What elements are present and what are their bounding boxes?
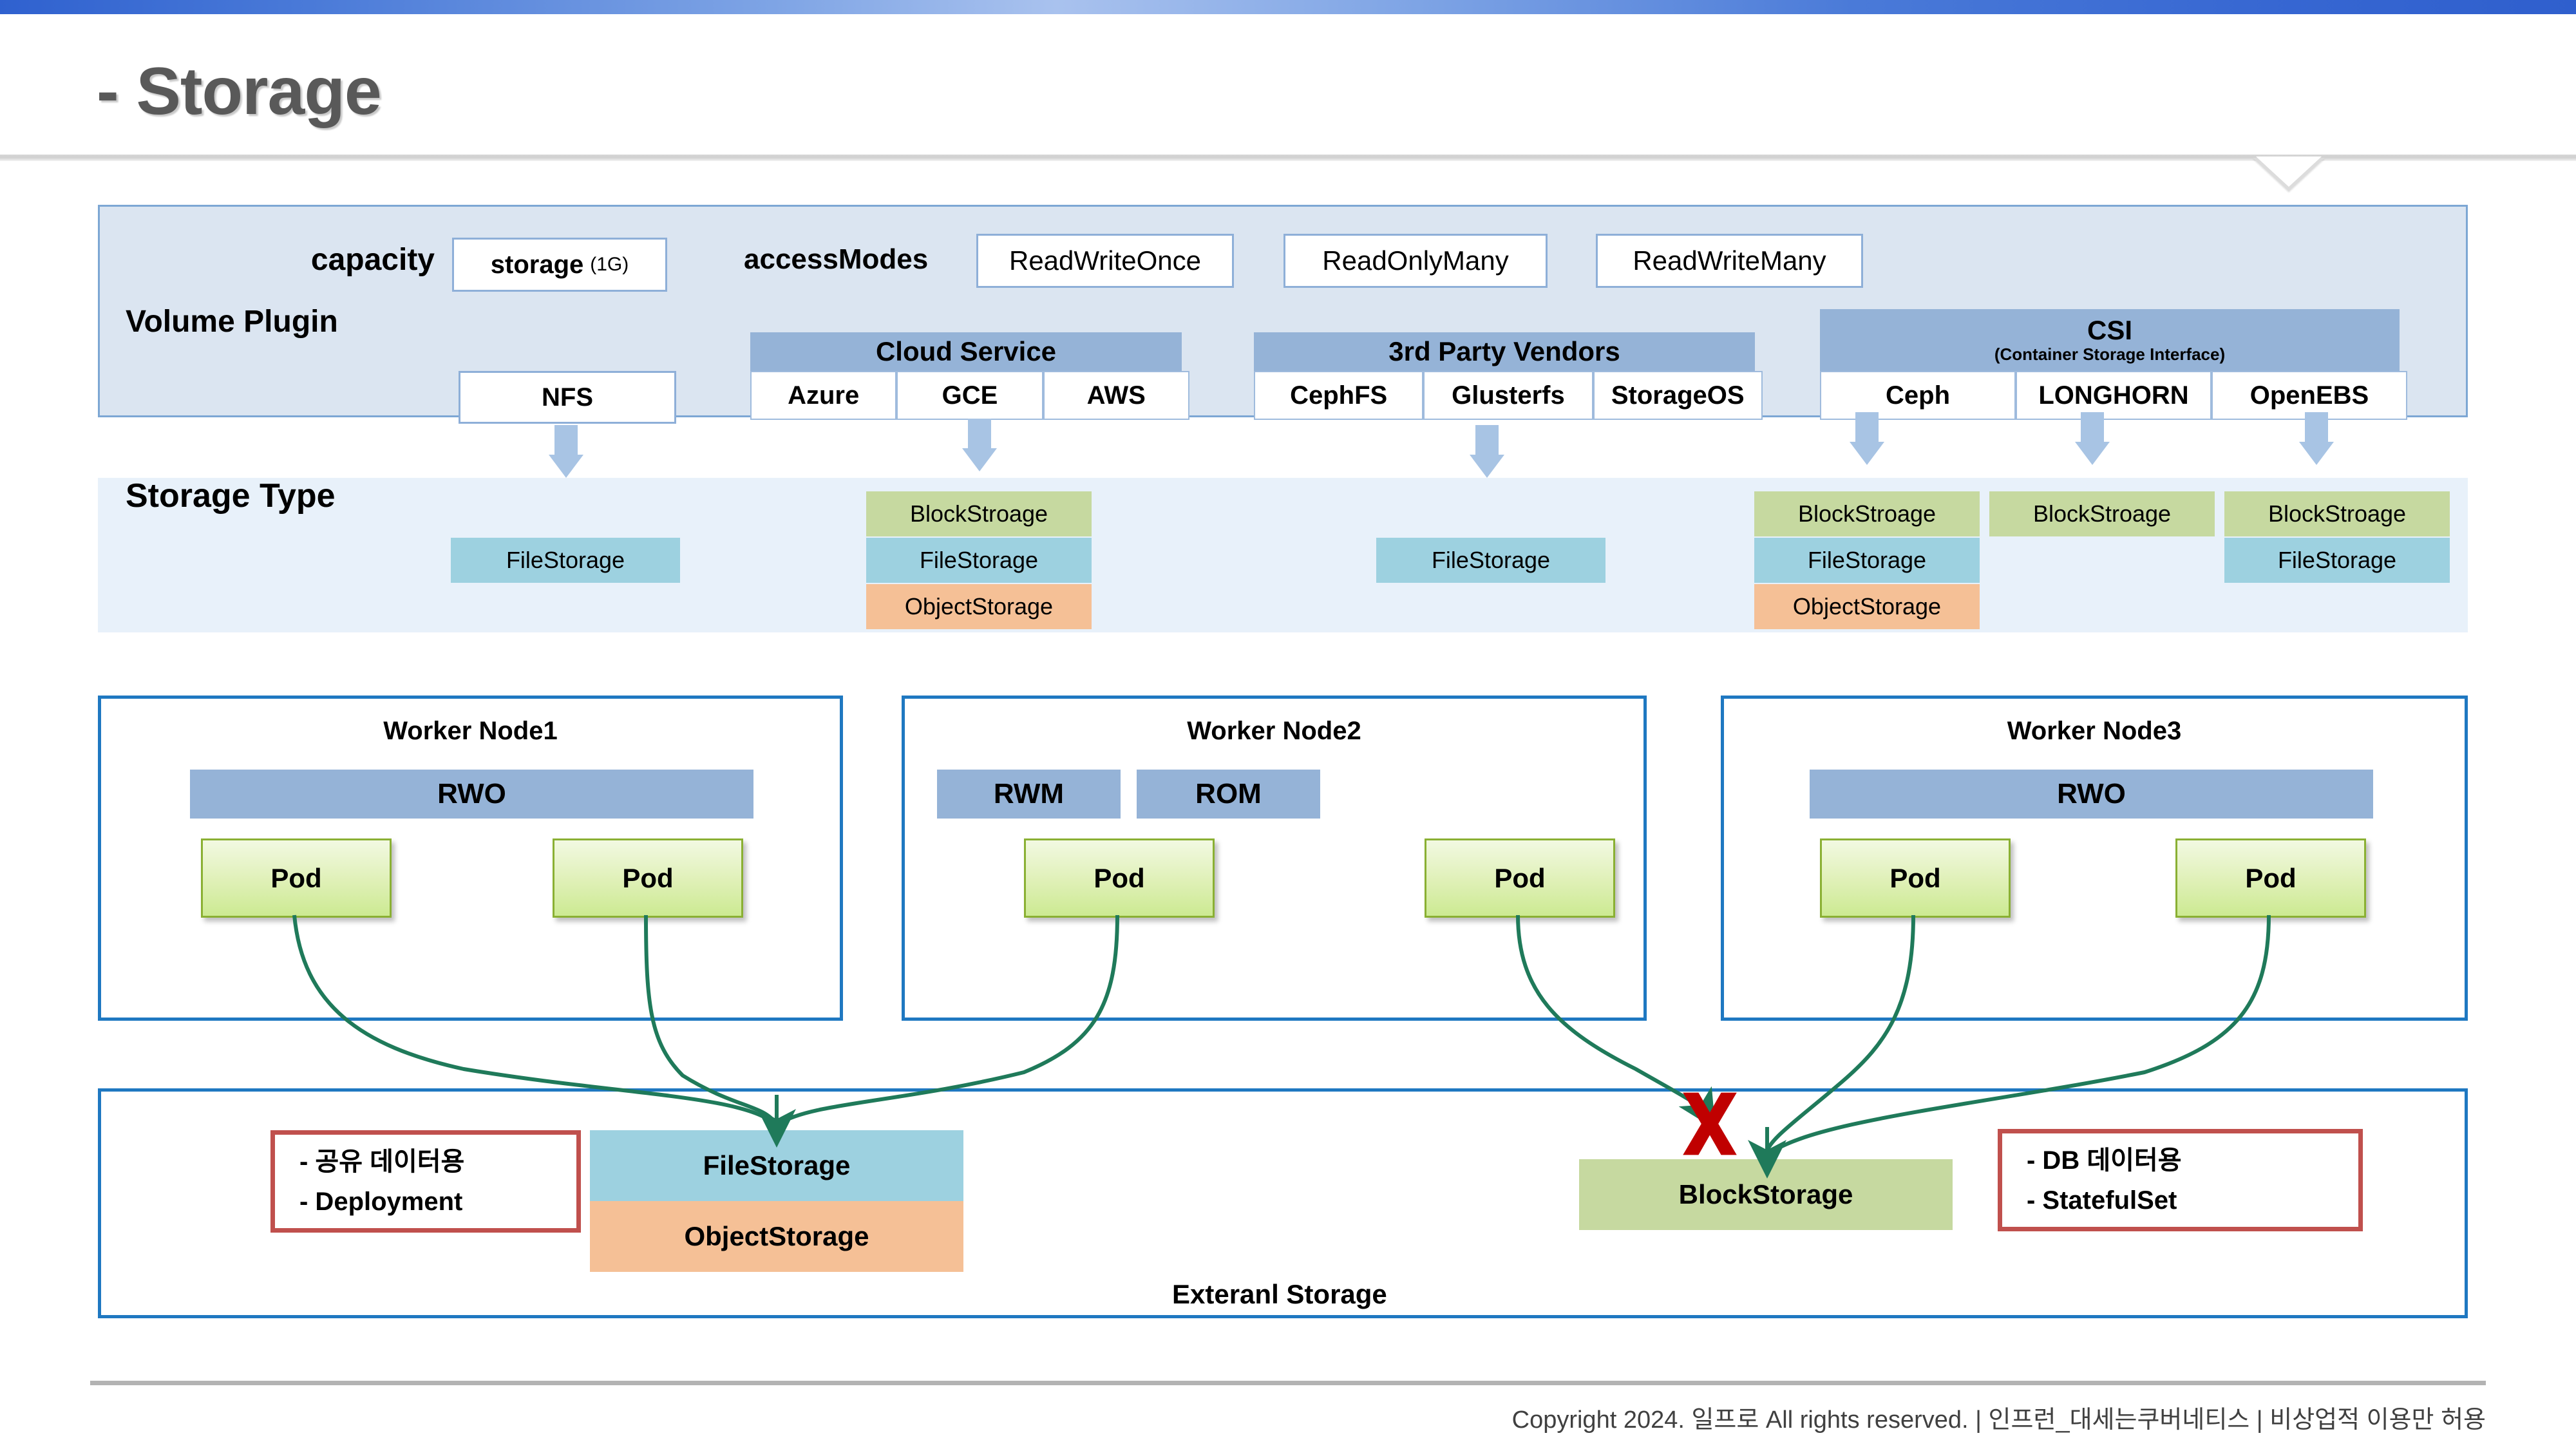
note-db-data-line2: - StatefulSet xyxy=(2027,1186,2177,1215)
storage-capacity-box[interactable]: storage (1G) xyxy=(452,238,667,292)
note-db-data-line1: - DB 데이터용 xyxy=(2027,1146,2182,1175)
access-mode-bar-node1-rwo: RWO xyxy=(190,770,753,819)
plugin-cell-aws[interactable]: AWS xyxy=(1043,371,1189,420)
plugin-cell-openebs[interactable]: OpenEBS xyxy=(2211,371,2407,420)
external-tile-objectstorage: ObjectStorage xyxy=(590,1201,963,1272)
pod-node2-a[interactable]: Pod xyxy=(1024,838,1215,918)
access-mode-readwriteonce[interactable]: ReadWriteOnce xyxy=(976,234,1234,288)
title-bar: - Storage xyxy=(0,14,2576,155)
plugin-cell-azure[interactable]: Azure xyxy=(750,371,897,420)
down-arrow-icon-ceph xyxy=(1850,412,1884,465)
note-db-data: - DB 데이터용 - StatefulSet xyxy=(1998,1129,2363,1231)
storage-tile-block-ceph: BlockStroage xyxy=(1754,491,1980,536)
external-storage-label: Exteranl Storage xyxy=(1172,1279,1387,1309)
external-tile-filestorage: FileStorage xyxy=(590,1130,963,1201)
plugin-cell-storageos[interactable]: StorageOS xyxy=(1593,371,1763,420)
access-mode-readwritemany[interactable]: ReadWriteMany xyxy=(1596,234,1863,288)
csi-subtitle: (Container Storage Interface) xyxy=(1994,345,2226,365)
storage-tile-file-ceph: FileStorage xyxy=(1754,538,1980,583)
callout-notch-inner-icon xyxy=(2256,156,2322,187)
pod-node2-b[interactable]: Pod xyxy=(1425,838,1615,918)
down-arrow-icon-openebs xyxy=(2299,412,2334,465)
storage-tile-object-ceph: ObjectStorage xyxy=(1754,584,1980,629)
plugin-group-third-party-vendors-header: 3rd Party Vendors xyxy=(1254,332,1755,371)
plugin-group-third-party-vendors-cells: CephFS Glusterfs StorageOS xyxy=(1254,371,1763,420)
csi-title: CSI xyxy=(2087,315,2132,346)
pod-node1-a[interactable]: Pod xyxy=(201,838,392,918)
storage-tile-object-cloud: ObjectStorage xyxy=(866,584,1092,629)
plugin-cell-glusterfs[interactable]: Glusterfs xyxy=(1423,371,1593,420)
down-arrow-icon-longhorn xyxy=(2075,412,2110,465)
access-mode-bar-node2-rwm: RWM xyxy=(937,770,1121,819)
note-shared-data: - 공유 데이터용 - Deployment xyxy=(270,1130,581,1233)
header-divider xyxy=(0,155,2576,161)
worker-node-2-title: Worker Node2 xyxy=(1187,716,1361,745)
top-accent-bar xyxy=(0,0,2576,14)
plugin-cell-cephfs[interactable]: CephFS xyxy=(1254,371,1424,420)
access-mode-readonlymany[interactable]: ReadOnlyMany xyxy=(1283,234,1548,288)
pod-node1-b[interactable]: Pod xyxy=(553,838,743,918)
plugin-cell-longhorn[interactable]: LONGHORN xyxy=(2016,371,2211,420)
page-title: - Storage xyxy=(97,53,382,129)
pod-node3-a[interactable]: Pod xyxy=(1820,838,2011,918)
storage-capacity-key: storage xyxy=(490,250,584,279)
plugin-group-csi: CSI (Container Storage Interface) Ceph L… xyxy=(1820,309,2407,420)
storage-capacity-unit: (1G) xyxy=(590,254,629,275)
plugin-group-nfs-cells: NFS xyxy=(459,371,676,424)
plugin-group-cloud-service: Cloud Service Azure GCE AWS xyxy=(750,332,1189,420)
worker-node-1-title: Worker Node1 xyxy=(383,716,558,745)
plugin-group-third-party-vendors: 3rd Party Vendors CephFS Glusterfs Stora… xyxy=(1254,332,1763,420)
access-mode-bar-node3-rwo: RWO xyxy=(1810,770,2373,819)
storage-type-label: Storage Type xyxy=(126,477,336,515)
storage-tile-file-nfs: FileStorage xyxy=(451,538,680,583)
access-modes-label: accessModes xyxy=(744,243,929,275)
access-mode-bar-node2-rom: ROM xyxy=(1137,770,1320,819)
plugin-cell-gce[interactable]: GCE xyxy=(896,371,1043,420)
volume-plugin-label: Volume Plugin xyxy=(126,304,338,339)
plugin-group-cloud-service-cells: Azure GCE AWS xyxy=(750,371,1189,420)
note-shared-data-line1: - 공유 데이터용 xyxy=(299,1147,465,1176)
down-arrow-icon-vendors xyxy=(1470,425,1504,478)
plugin-cell-ceph[interactable]: Ceph xyxy=(1820,371,2016,420)
storage-tile-file-openebs: FileStorage xyxy=(2224,538,2450,583)
storage-tile-block-cloud: BlockStroage xyxy=(866,491,1092,536)
down-arrow-icon-cloud xyxy=(962,419,997,471)
storage-tile-block-longhorn: BlockStroage xyxy=(1989,491,2215,536)
footer-divider xyxy=(90,1381,2486,1385)
plugin-group-csi-cells: Ceph LONGHORN OpenEBS xyxy=(1820,371,2407,420)
storage-tile-file-vendors: FileStorage xyxy=(1376,538,1605,583)
red-x-icon xyxy=(1683,1092,1737,1155)
plugin-group-cloud-service-header: Cloud Service xyxy=(750,332,1182,371)
plugin-cell-nfs[interactable]: NFS xyxy=(459,371,676,424)
storage-tile-block-openebs: BlockStroage xyxy=(2224,491,2450,536)
external-tile-blockstorage: BlockStorage xyxy=(1579,1159,1953,1230)
worker-node-3-title: Worker Node3 xyxy=(2007,716,2182,745)
plugin-group-csi-header: CSI (Container Storage Interface) xyxy=(1820,309,2400,371)
capacity-label: capacity xyxy=(310,242,435,277)
note-shared-data-line2: - Deployment xyxy=(299,1187,463,1216)
storage-tile-file-cloud: FileStorage xyxy=(866,538,1092,583)
plugin-group-nfs: NFS xyxy=(459,371,676,424)
pod-node3-b[interactable]: Pod xyxy=(2175,838,2366,918)
footer-copyright: Copyright 2024. 일프로 All rights reserved.… xyxy=(1511,1406,2486,1434)
down-arrow-icon-nfs xyxy=(549,425,583,478)
